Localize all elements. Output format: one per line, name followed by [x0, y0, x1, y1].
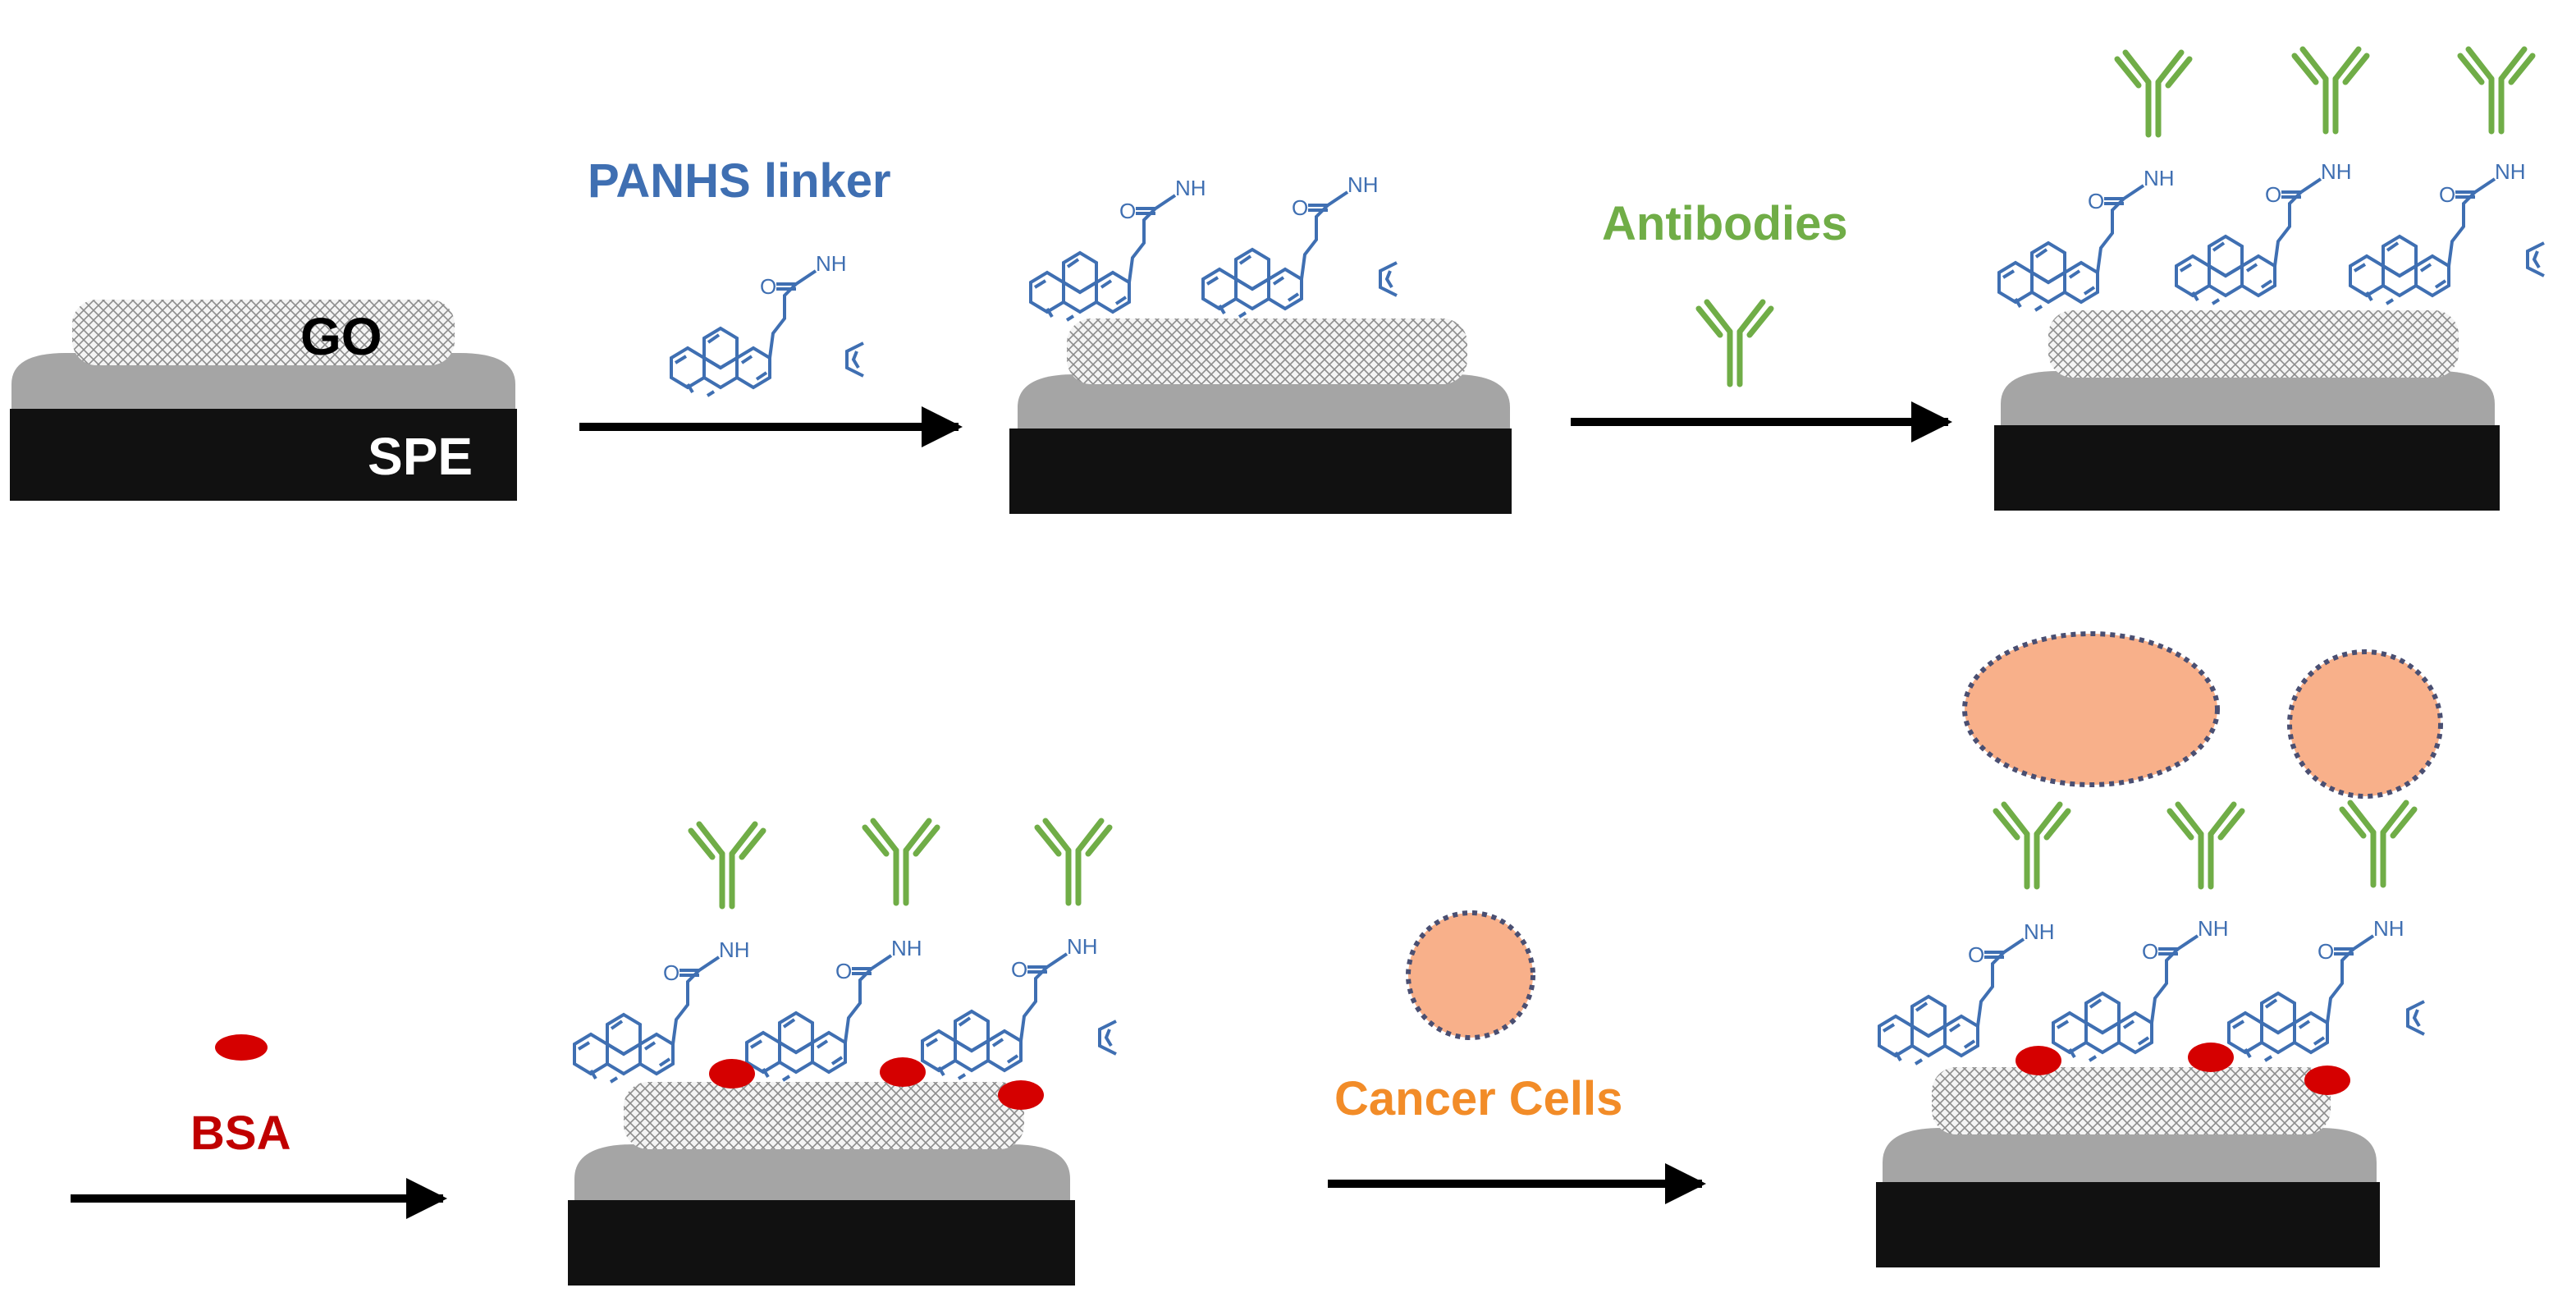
antibody-icon — [1699, 302, 1771, 384]
antibodies-label: Antibodies — [1602, 197, 1848, 250]
linker-molecule-icon — [1999, 166, 2175, 310]
antibody-icon — [865, 821, 937, 903]
spe-base — [568, 1200, 1075, 1286]
succinimide-icon — [1379, 261, 1398, 297]
electrode-dome — [1018, 374, 1510, 429]
spe-base — [10, 409, 517, 501]
stage-5-cells-captured — [1876, 631, 2443, 1267]
succinimide-icon — [2526, 241, 2546, 277]
go-mesh — [1067, 319, 1467, 384]
go-mesh — [624, 1082, 1024, 1149]
step-arrow-2: Antibodies — [1571, 197, 1952, 442]
linker-molecule-icon — [2350, 159, 2526, 304]
antibody-icon — [2117, 53, 2189, 135]
succinimide-icon — [2406, 1000, 2426, 1036]
antibody-icon — [1037, 821, 1110, 903]
spe-base — [1994, 425, 2500, 511]
cancer-cells-label: Cancer Cells — [1334, 1072, 1622, 1125]
linker-molecule-icon — [1031, 176, 1206, 320]
antibody-icon — [691, 824, 763, 906]
spe-label: SPE — [368, 427, 473, 486]
stage-3-antibody-immobilized — [1994, 49, 2546, 511]
go-mesh — [1932, 1067, 2331, 1134]
bsa-icon — [880, 1057, 926, 1087]
antibody-icon — [2342, 803, 2414, 885]
panhs-linker-label: PANHS linker — [588, 154, 891, 208]
go-mesh — [2048, 310, 2459, 378]
bsa-icon — [215, 1034, 268, 1061]
step-arrow-1: PANHS linker — [579, 154, 963, 447]
antibody-icon — [1996, 804, 2068, 887]
antibody-icon — [2460, 49, 2533, 131]
bsa-icon — [2188, 1043, 2234, 1072]
cancer-cell-icon — [1406, 910, 1535, 1040]
electrode-dome — [11, 353, 515, 409]
succinimide-icon — [1098, 1020, 1118, 1056]
stage-2-linker-attached — [1009, 172, 1512, 514]
stage-4-bsa-blocked — [568, 821, 1118, 1286]
bsa-icon — [709, 1059, 755, 1088]
bsa-icon — [998, 1080, 1044, 1110]
go-mesh — [72, 300, 455, 365]
cancer-cell-icon — [2287, 649, 2443, 799]
electrode-dome — [574, 1144, 1070, 1200]
spe-base — [1876, 1182, 2380, 1267]
antibody-icon — [2295, 49, 2367, 131]
linker-molecule-icon — [2053, 916, 2229, 1061]
go-label: GO — [300, 307, 382, 366]
stage-1-spe-go: GO SPE — [10, 300, 517, 501]
step-arrow-3: BSA — [71, 1034, 447, 1219]
electrode-dome — [2001, 371, 2495, 425]
spe-base — [1009, 429, 1512, 514]
linker-molecule-icon — [671, 251, 847, 396]
linker-molecule-icon — [2176, 159, 2352, 304]
cancer-cell-icon — [1962, 631, 2220, 787]
step-arrow-4: Cancer Cells — [1328, 910, 1706, 1204]
linker-molecule-icon — [922, 934, 1098, 1079]
linker-molecule-icon — [1879, 919, 2055, 1064]
linker-molecule-icon — [2229, 916, 2404, 1061]
bsa-icon — [2304, 1066, 2350, 1095]
bsa-label: BSA — [190, 1107, 291, 1160]
linker-molecule-icon — [1203, 172, 1379, 317]
antibody-icon — [2170, 804, 2242, 887]
succinimide-icon — [845, 341, 865, 378]
electrode-dome — [1883, 1128, 2377, 1182]
bsa-icon — [2016, 1046, 2061, 1075]
